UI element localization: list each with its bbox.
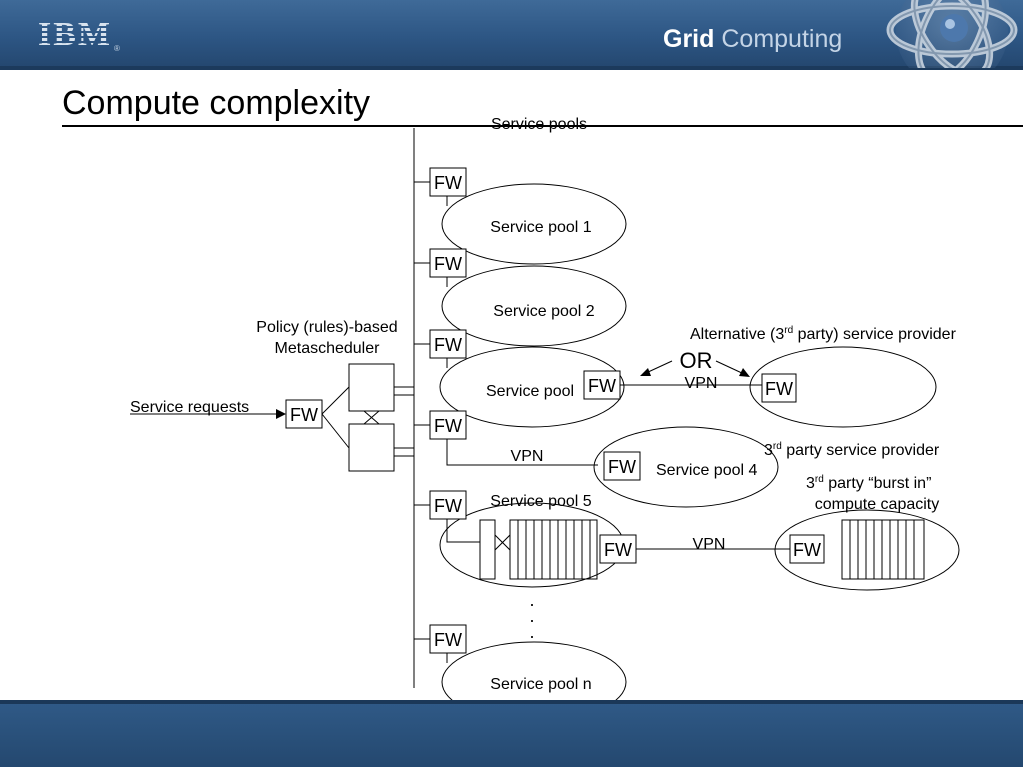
ellipsis-dot: · — [529, 594, 535, 614]
footer-bar — [0, 704, 1023, 767]
fw-label: FW — [434, 254, 462, 274]
fw-label: FW — [434, 173, 462, 193]
third-party-provider-label: 3rd party service provider — [764, 441, 940, 459]
vpn-label-burst: VPN — [693, 536, 726, 553]
fw-label: FW — [434, 496, 462, 516]
title-underline — [62, 125, 1023, 127]
ellipsis-dot: · — [529, 626, 535, 646]
fw-label: FW — [290, 405, 318, 425]
page-title: Compute complexity — [62, 84, 371, 122]
service-requests-label: Service requests — [130, 399, 249, 416]
fw-label: FW — [434, 416, 462, 436]
fw-label: FW — [434, 630, 462, 650]
service-pool-5-label: Service pool 5 — [490, 493, 591, 510]
service-pool-3-label: Service pool — [486, 383, 574, 400]
burst-in-label-line1: 3rd party “burst in” — [806, 474, 931, 492]
ibm-logo: IBM — [38, 16, 112, 53]
brand-bold: Grid — [663, 25, 715, 53]
service-pool-1-label: Service pool 1 — [490, 219, 591, 236]
fw-label: FW — [588, 376, 616, 396]
metascheduler-label-line1: Policy (rules)-based — [256, 319, 397, 336]
wireframe-globe-icon — [886, 0, 1018, 68]
burst-in-label-line2: compute capacity — [815, 496, 940, 513]
fw-label: FW — [604, 540, 632, 560]
header-bar — [0, 0, 1023, 68]
registered-mark: ® — [114, 44, 120, 53]
fw-label: FW — [765, 379, 793, 399]
alternative-provider-label: Alternative (3rd party) service provider — [690, 325, 957, 343]
or-label: OR — [680, 348, 713, 373]
metascheduler-label-line2: Metascheduler — [275, 340, 381, 357]
fw-label: FW — [793, 540, 821, 560]
vpn-label-alt: VPN — [685, 375, 718, 392]
service-pool-4-label: Service pool 4 — [656, 462, 757, 479]
ellipsis-dot: · — [529, 610, 535, 630]
header-divider — [0, 66, 1023, 70]
grid-computing-brand: Grid Computing — [663, 24, 842, 54]
brand-light: Computing — [721, 25, 843, 53]
vpn-label-pool4: VPN — [511, 448, 544, 465]
fw-label: FW — [434, 335, 462, 355]
service-pool-n-label: Service pool n — [490, 676, 591, 693]
footer-divider — [0, 700, 1023, 705]
service-pool-2-label: Service pool 2 — [493, 303, 594, 320]
fw-label: FW — [608, 457, 636, 477]
service-pools-label: Service pools — [491, 116, 587, 133]
